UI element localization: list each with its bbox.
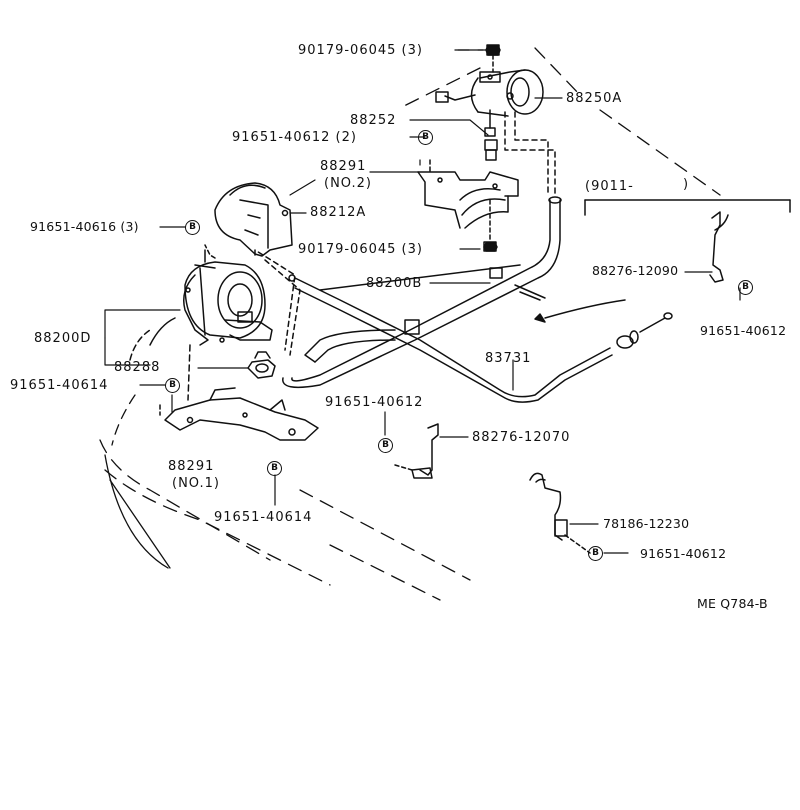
- label-78186-12230: 78186-12230: [603, 516, 690, 531]
- label-88291-no1: 88291: [168, 459, 215, 474]
- assembly-88200d: [129, 244, 301, 401]
- label-bolt-right: 91651-40612: [700, 323, 787, 338]
- label-88276-12070: 88276-12070: [472, 430, 571, 445]
- actuator-88250a: [435, 44, 556, 196]
- cover-88212a: [214, 182, 293, 257]
- label-bolt-lower-mid: 91651-40612: [325, 395, 424, 410]
- label-88276-12090: 88276-12090: [592, 263, 679, 278]
- label-88200d: 88200D: [34, 331, 92, 346]
- hose-88200b: [282, 196, 562, 389]
- bolt-marker-icon: B: [418, 130, 433, 145]
- hex-nut-icons: [483, 45, 501, 252]
- bolt-marker-icon: B: [738, 280, 753, 295]
- label-nut-mid: 90179-06045 (3): [298, 242, 423, 257]
- label-88291-no2: 88291: [320, 159, 367, 174]
- cable-83731: [288, 264, 673, 403]
- flow-arrow: [534, 299, 626, 323]
- bolt-88252: [484, 139, 498, 161]
- label-9011-close: ): [683, 177, 690, 192]
- figure-code: ME Q784-B: [697, 596, 768, 611]
- bolt-marker-icon: B: [267, 461, 282, 476]
- bracket-88291-no2: [417, 159, 519, 241]
- body-outline: [99, 394, 471, 601]
- label-88252: 88252: [350, 113, 397, 128]
- label-bolt-top: 91651-40612 (2): [232, 130, 357, 145]
- label-nut-top: 90179-06045 (3): [298, 43, 423, 58]
- label-bolt-far-right: 91651-40612: [640, 546, 727, 561]
- bracket-88276-12090: [584, 199, 791, 283]
- label-bolt-lower-left: 91651-40614: [10, 378, 109, 393]
- label-83731: 83731: [485, 351, 532, 366]
- part-88288: [247, 351, 276, 379]
- guide-lines: [399, 47, 721, 196]
- bolt-marker-icon: B: [165, 378, 180, 393]
- label-bolt-bottom: 91651-40614: [214, 510, 313, 525]
- label-88291-no1-sub: (NO.1): [172, 476, 220, 491]
- bolt-marker-icon: B: [378, 438, 393, 453]
- label-88200b: 88200B: [366, 276, 423, 291]
- bolt-marker-icon: B: [185, 220, 200, 235]
- label-88288: 88288: [114, 360, 161, 375]
- bracket-88291-no1: [159, 387, 319, 441]
- bracket-88276-12070: [394, 423, 439, 479]
- bolt-marker-icon: B: [588, 546, 603, 561]
- label-bolt-left: 91651-40616 (3): [30, 219, 139, 234]
- clip-78186-12230: [529, 472, 591, 554]
- label-88291-no2-sub: (NO.2): [324, 176, 372, 191]
- label-88212a: 88212A: [310, 205, 367, 220]
- label-9011: (9011-: [585, 179, 634, 194]
- label-88250a: 88250A: [566, 91, 623, 106]
